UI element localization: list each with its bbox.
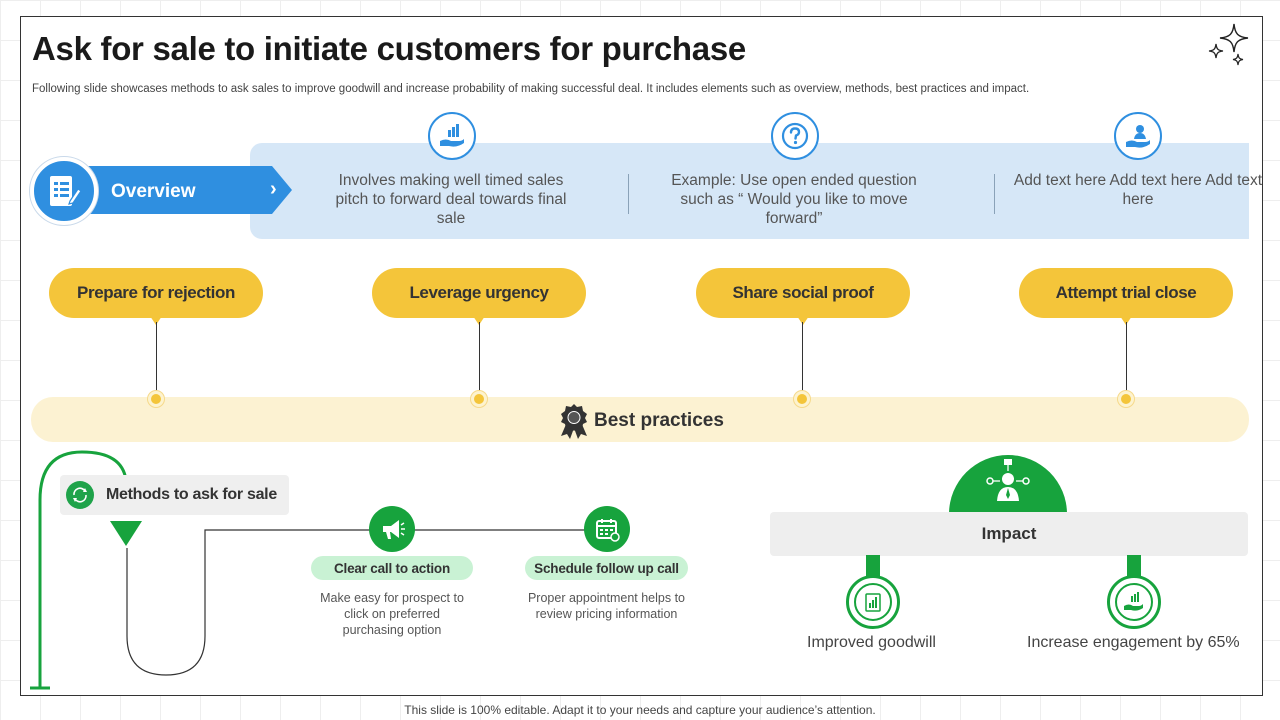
growth-chart-icon [846,575,900,629]
sparkle-icon [1208,23,1249,66]
method-title-1: Clear call to action [311,556,473,580]
methods-header [60,475,289,515]
connector-line [156,322,157,392]
overview-divider [994,174,995,214]
award-badge-icon [561,404,587,439]
sales-hand-icon [428,112,476,160]
connector-line [479,322,480,392]
chevron-right-icon: › [270,178,277,200]
overview-text-2: Example: Use open ended question such as… [671,172,917,227]
practice-pill-3: Share social proof [696,268,910,318]
impact-stem [1127,555,1141,579]
impact-label: Impact [770,512,1248,556]
connector-dot [1118,391,1134,407]
calendar-icon [584,506,630,552]
practice-pill-2: Leverage urgency [372,268,586,318]
overview-divider [628,174,629,214]
practice-pill-4: Attempt trial close [1019,268,1233,318]
overview-text-3: Add text here Add text here Add text her… [1013,172,1263,208]
method-desc-1: Make easy for prospect to click on prefe… [320,591,464,637]
pill-pointer [797,316,809,325]
question-icon [771,112,819,160]
footer-note: This slide is 100% editable. Adapt it to… [404,703,876,717]
best-practices-label: Best practices [594,410,724,431]
connector-line [802,322,803,392]
method-desc-2: Proper appointment helps to review prici… [527,591,686,621]
impact-text-1: Improved goodwill [807,634,936,651]
overview-arrow [62,166,292,214]
overview-band [250,143,1249,239]
overview-label: Overview [111,181,196,202]
methods-label: Methods to ask for sale [106,486,277,503]
connector-dot [794,391,810,407]
person-hand-icon [1114,112,1162,160]
connector-dot [471,391,487,407]
overview-text-1: Involves making well timed sales pitch t… [335,172,567,227]
document-icon [30,157,98,225]
page-subtitle: Following slide showcases methods to ask… [32,83,1030,95]
best-practices-band [31,397,1249,442]
pill-pointer [1120,316,1132,325]
impact-stem [866,555,880,579]
leader-network-icon [986,459,1030,501]
practice-pill-1: Prepare for rejection [49,268,263,318]
megaphone-icon [369,506,415,552]
method-title-2: Schedule follow up call [525,556,688,580]
cycle-icon [66,481,94,509]
pill-pointer [150,316,162,325]
connector-dot [148,391,164,407]
pill-pointer [473,316,485,325]
impact-text-2: Increase engagement by 65% [1027,634,1240,651]
engagement-hand-icon [1107,575,1161,629]
connector-line [1126,322,1127,392]
page-title: Ask for sale to initiate customers for p… [32,30,746,67]
